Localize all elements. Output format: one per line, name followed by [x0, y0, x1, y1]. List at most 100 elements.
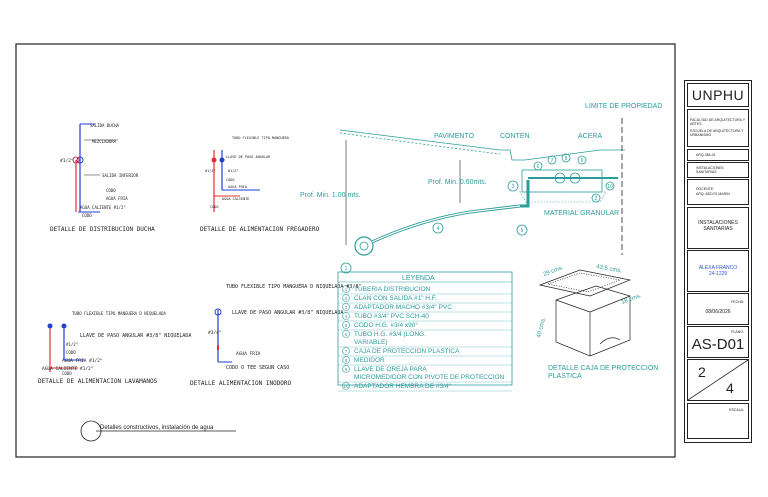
meter-label: CONTEN: [500, 133, 530, 140]
course-code: ARQ-384-01: [696, 153, 716, 157]
sink-label: #1/2": [205, 169, 216, 173]
sink-title: DETALLE DE ALIMENTACION FREGADERO: [200, 226, 320, 233]
svg-text:9: 9: [581, 158, 584, 164]
lavatory-label: CODO: [66, 350, 76, 355]
shower-label: AGUA CALIENTE #1/2": [80, 205, 126, 210]
sink-label: CODO: [226, 178, 234, 182]
tb-sheet-number-cell: 2 4: [687, 359, 749, 401]
shower-label: CODO: [106, 188, 116, 193]
lavatory-label: CODO: [62, 371, 72, 376]
legend-number-circle: [342, 321, 350, 329]
meter-label: PAVIMENTO: [434, 133, 475, 140]
date: 08/06/2026: [705, 309, 731, 315]
meter-detail: [339, 118, 625, 274]
date-label: FECHA:: [731, 300, 744, 304]
tb-subject-cell: INSTALACIONES SANITARIAS: [687, 207, 749, 249]
shower-detail: SALIDA DUCHA MEZCLADORA #1/2" SALIDA INF…: [50, 123, 155, 233]
teacher-label: DOCENTE:: [696, 187, 715, 191]
lavatory-title: DETALLE DE ALIMENTACION LAVAMANOS: [38, 378, 158, 385]
svg-text:3: 3: [512, 184, 515, 190]
box-dim: 43.5 cms.: [596, 264, 623, 274]
sheet-code: AS-D01: [691, 336, 745, 353]
tb-student-cell: ALEXA FRANCO 24-1229: [687, 250, 749, 292]
shower-label: AGUA FRIA: [106, 196, 128, 201]
meter-label: ACERA: [578, 133, 602, 140]
toilet-label: TUBO FLEXIBLE TIPO MANGUERA D NIQUELADA …: [226, 284, 361, 290]
legend-text: CLAN CON SALIDA #1" H.F.: [354, 295, 437, 302]
meter-label: MATERIAL GRANULAR: [544, 210, 619, 217]
tb-course-code-cell: ARQ-384-01: [687, 149, 749, 161]
drawing-frame: [15, 43, 676, 458]
sheet-diagonal: [688, 360, 748, 400]
toilet-label: #3/4": [208, 330, 222, 336]
legend-number: 5: [345, 323, 348, 328]
legend-text: CAJA DE PROTECCION PLASTICA: [354, 348, 460, 355]
legend-number: 6: [345, 332, 348, 337]
box-title-part: PLASTICA: [548, 373, 582, 380]
sink-label: #1/2": [228, 169, 239, 173]
svg-text:5: 5: [521, 228, 524, 234]
svg-text:6: 6: [537, 164, 540, 170]
meter-label: Prof. Min. 0.60mts.: [428, 179, 487, 186]
institution-name: UNPHU: [691, 87, 745, 103]
shower-title: DETALLE DE DISTRIBUCION DUCHA: [50, 226, 155, 233]
protection-box-dims: 29 cms. 43.5 cms. 18 cms. 40 cms.: [536, 264, 643, 338]
sink-label: AGUA CALIENTE: [222, 197, 249, 201]
legend-title: LEYENDA: [402, 275, 435, 282]
lavatory-label: TUBO FLEXIBLE TIPO MANGUERA D NIQUELADA: [72, 311, 167, 316]
legend-item: 7 CAJA DE PROTECCION PLASTICA: [338, 347, 512, 357]
caption: Detalles constructivos, instalación de a…: [80, 420, 236, 442]
toilet-label: AGUA FRIA: [236, 351, 261, 357]
box-dim: 29 cms.: [543, 265, 565, 278]
toilet-detail: TUBO FLEXIBLE TIPO MANGUERA D NIQUELADA …: [190, 284, 361, 387]
toilet-title: DETALLE ALIMENTACION INODORO: [190, 380, 292, 387]
box-dim: 40 cms.: [536, 316, 547, 338]
title-block: UNPHU FACULTAD DE ARQUITECTURA Y ARTES E…: [684, 80, 752, 443]
svg-text:2: 2: [595, 196, 598, 202]
svg-text:8: 8: [565, 156, 568, 162]
toilet-label: CODO O TEE SEGUN CASO: [226, 365, 289, 371]
meter-label: Prof. Min. 1.00 mts.: [300, 192, 361, 199]
legend-number-circle: [342, 365, 350, 373]
legend-text: ADAPTADOR HEMBRA DE #3/4": [354, 383, 452, 390]
legend-text: ADAPTADOR MACHO #3/4" PVC: [354, 304, 452, 311]
legend-text: LLAVE DE OREJA PARA: [354, 366, 427, 373]
shower-label: #1/2": [60, 158, 74, 164]
box-title-part: DETALLE CAJA DE PROTECCION: [548, 365, 658, 372]
legend-number: 7: [345, 349, 348, 354]
legend-number: 8: [345, 358, 348, 363]
shower-label: CODO: [82, 213, 92, 218]
legend-number-circle: [342, 312, 350, 320]
tb-logo-cell: UNPHU: [687, 83, 749, 107]
student-id: 24-1229: [708, 271, 728, 277]
plan-label: PLANO:: [731, 330, 744, 334]
faculty: FACULTAD DE ARQUITECTURA Y ARTES: [690, 118, 745, 126]
box-dim: 18 cms.: [621, 293, 643, 306]
legend-number-circle: [342, 347, 350, 355]
meter-label: LIMITE DE PROPIEDAD: [585, 103, 662, 110]
meter-labels: LIMITE DE PROPIEDAD PAVIMENTO CONTEN ACE…: [300, 103, 662, 217]
shower-label: MEZCLADORA: [92, 139, 117, 144]
tb-course-name-cell: INSTALACIONES SANITARIAS: [687, 162, 749, 178]
sink-label: LLAVE DE PASO ANGULAR: [226, 155, 271, 159]
lavatory-label: #1/2": [66, 342, 78, 347]
legend-text: TUBERIA DISTRIBUCION: [354, 286, 431, 293]
school: ESCUELA DE ARQUITECTURA Y URBANISMO: [690, 129, 744, 137]
svg-text:1: 1: [345, 266, 348, 272]
legend-number-circle: [342, 382, 350, 390]
sink-label: AGUA FRIA: [228, 185, 248, 189]
teacher-name: ARQ. ADDYS MARIN: [696, 192, 730, 196]
legend-number-circle: [342, 303, 350, 311]
